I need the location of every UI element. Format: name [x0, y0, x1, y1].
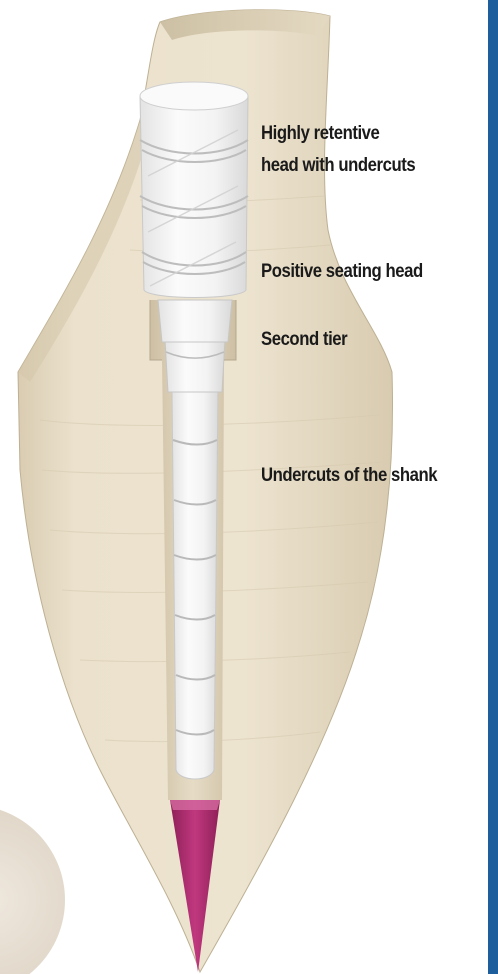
background-disc: [0, 805, 65, 974]
label-seating-head-text: Positive seating head: [261, 256, 423, 288]
post-shank: [172, 390, 218, 779]
label-retentive-head-line1: Highly retentive: [261, 118, 415, 150]
side-accent-bar: [488, 0, 498, 974]
label-seating-head: Positive seating head: [261, 256, 423, 288]
label-retentive-head-line2: head with undercuts: [261, 150, 415, 182]
post-seating-head: [158, 300, 232, 342]
post-head-top: [140, 82, 248, 110]
label-second-tier-text: Second tier: [261, 324, 347, 356]
post-second-tier: [165, 340, 225, 392]
label-retentive-head: Highly retentive head with undercuts: [261, 118, 415, 182]
gutta-percha-top: [170, 800, 220, 810]
label-second-tier: Second tier: [261, 324, 347, 356]
label-shank-undercuts: Undercuts of the shank: [261, 460, 437, 492]
label-shank-undercuts-text: Undercuts of the shank: [261, 460, 437, 492]
